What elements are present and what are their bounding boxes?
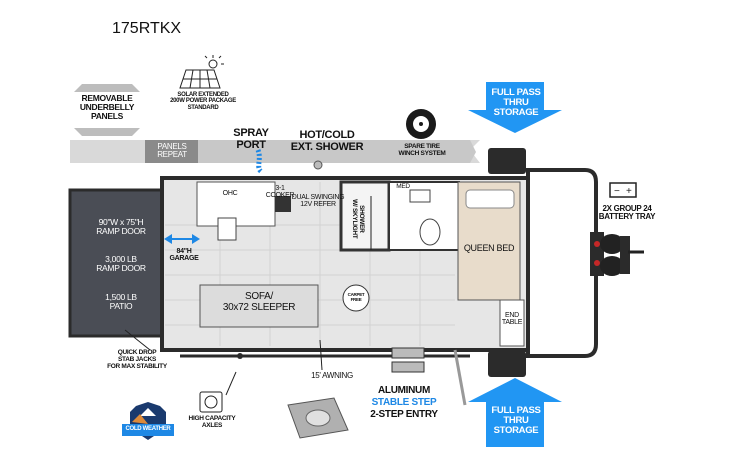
underbelly-arrow-up xyxy=(74,84,140,92)
end-table-label: END TABLE xyxy=(501,312,523,327)
front-cap xyxy=(526,168,598,358)
patio-label: 1,500 LB PATIO xyxy=(105,292,137,311)
spare-tire-label: SPARE TIRE WINCH SYSTEM xyxy=(398,143,446,157)
full-pass-thru-bottom-label: FULL PASS THRU STORAGE xyxy=(491,405,541,436)
rear-ramp-area xyxy=(68,188,164,338)
ext-shower-label: HOT/COLD EXT. SHOWER xyxy=(290,129,364,153)
aluminum-label: ALUMINUM xyxy=(377,385,431,396)
svg-text:−: − xyxy=(614,186,620,197)
entry-step-bottom xyxy=(391,361,425,373)
battery-tray-label: 2X GROUP 24 BATTERY TRAY xyxy=(598,204,656,222)
shower-head-icon xyxy=(313,160,323,170)
panels-repeat-label: PANELS REPEAT xyxy=(157,142,187,160)
shower-label: SHOWER W/ SKYLIGHT xyxy=(351,199,365,239)
refer-label: DUAL SWINGING 12V REFER xyxy=(291,194,345,209)
cooker-unit xyxy=(275,196,291,212)
axles-label: HIGH CAPACITY AXLES xyxy=(188,415,236,429)
solar-panel-icon xyxy=(179,55,224,89)
carpet-free-badge xyxy=(342,284,370,312)
end-table xyxy=(499,299,525,347)
med-label: MED xyxy=(396,183,410,190)
pass-thru-arrow-top xyxy=(468,82,562,133)
garage-width-arrow xyxy=(164,234,200,244)
ramp-door-weight-label: 3,000 LB RAMP DOOR xyxy=(96,254,146,273)
entry-step-top xyxy=(391,347,425,359)
shower-stall xyxy=(339,180,391,252)
spray-port-label: SPRAY PORT xyxy=(233,127,269,151)
stable-step-icon xyxy=(287,397,349,439)
garage-height-label: 84"H GARAGE xyxy=(169,248,199,263)
front-storage-block-bottom xyxy=(488,351,526,377)
cooker-label: 3-1 COOKER xyxy=(265,185,295,200)
cold-weather-badge xyxy=(122,402,174,440)
carpet-free-label: CARPET FREE xyxy=(347,292,365,302)
feature-arrow-strip xyxy=(198,140,476,163)
axles-icon xyxy=(199,391,223,413)
bed-pillows xyxy=(465,189,515,209)
galley-sink xyxy=(217,217,237,241)
stable-step-label: STABLE STEP xyxy=(371,397,437,408)
ohc-label: OHC xyxy=(222,190,238,197)
spray-port-hose xyxy=(255,149,264,175)
toilet-icon xyxy=(419,218,441,246)
removable-underbelly-label: REMOVABLE UNDERBELLY PANELS xyxy=(79,93,135,121)
ramp-door-size-label: 90"W x 75"H RAMP DOOR xyxy=(96,217,146,236)
svg-text:+: + xyxy=(626,186,632,197)
cold-weather-label: COLD WEATHER xyxy=(125,426,171,432)
sofa-label: SOFA/ 30x72 SLEEPER xyxy=(222,291,296,313)
sofa xyxy=(199,284,319,328)
model-number: 175RTKX xyxy=(112,20,182,37)
pass-thru-arrow-bottom xyxy=(468,378,562,447)
two-step-entry-label: 2-STEP ENTRY xyxy=(370,409,438,420)
stab-jacks-label: QUICK DROP STAB JACKS FOR MAX STABILITY xyxy=(107,349,167,370)
full-pass-thru-top-label: FULL PASS THRU STORAGE xyxy=(491,87,541,118)
solar-package-label: SOLAR EXTENDED 200W POWER PACKAGE STANDA… xyxy=(170,92,236,111)
awning-label: 15' AWNING xyxy=(311,371,353,380)
spare-tire-icon xyxy=(406,109,436,139)
queen-bed-label: QUEEN BED xyxy=(463,243,515,253)
battery-icon: − + xyxy=(609,182,637,198)
panels-repeat-block xyxy=(145,140,198,163)
bath-sink xyxy=(409,189,431,203)
propane-tank-icon xyxy=(600,234,630,276)
front-storage-block-top xyxy=(488,148,526,174)
underbelly-arrow-down xyxy=(74,128,140,136)
callout-lines xyxy=(124,196,372,396)
